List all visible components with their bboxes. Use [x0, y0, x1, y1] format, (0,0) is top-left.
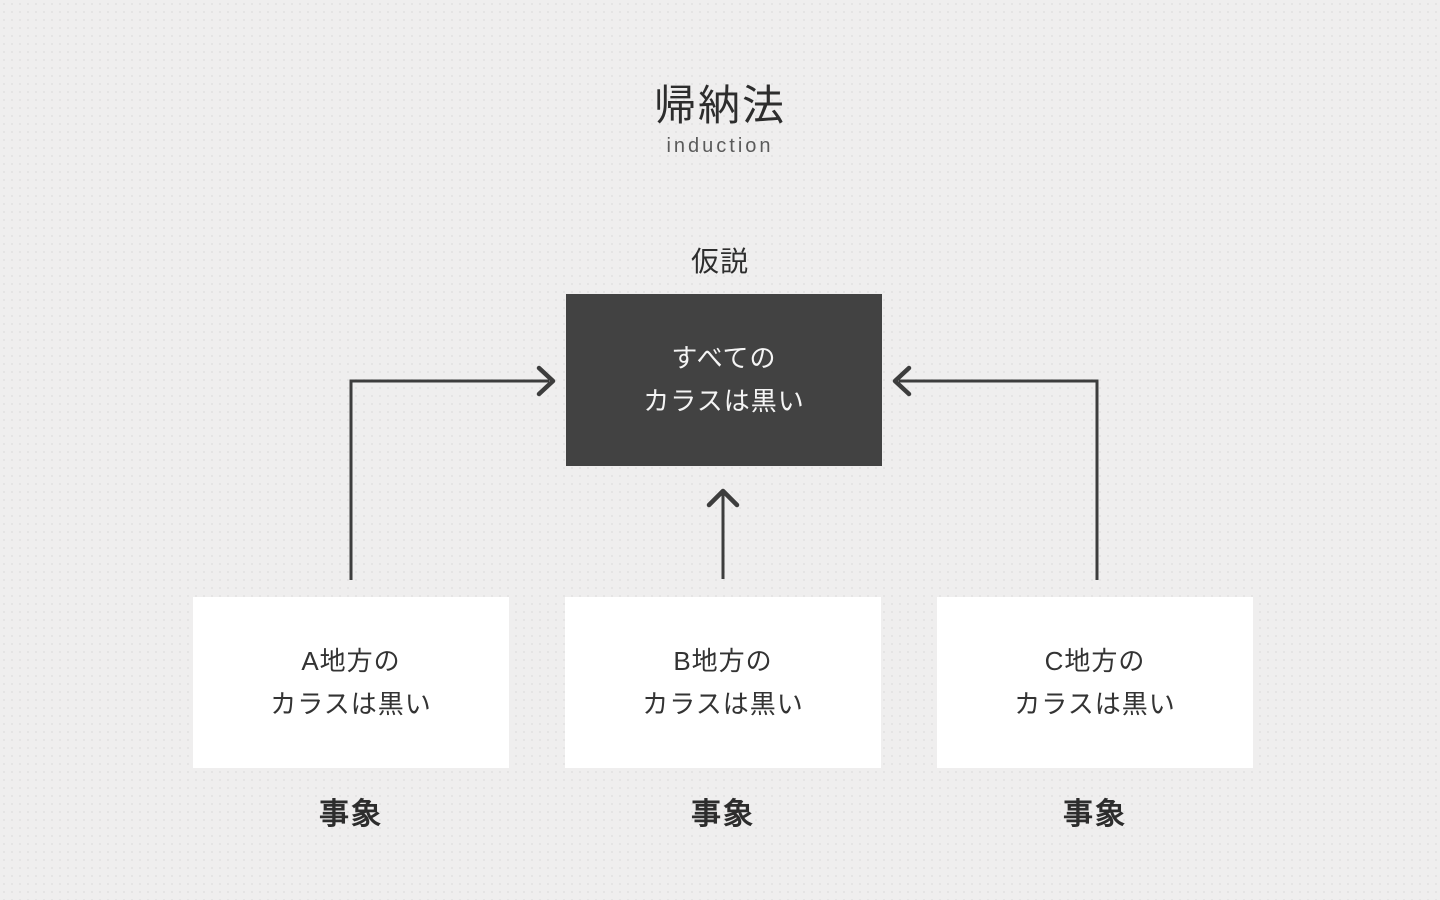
event-caption-c: 事象 [1063, 798, 1127, 831]
hypothesis-box: すべての カラスは黒い [566, 294, 882, 466]
event-box-b: B地方の カラスは黒い [565, 597, 881, 768]
arrow-event-a-to-hypothesis-icon [349, 365, 556, 580]
event-box-c: C地方の カラスは黒い [937, 597, 1253, 768]
page-subtitle: induction [666, 135, 774, 157]
event-b-text-line2: カラスは黒い [642, 688, 804, 719]
page-title: 帰納法 [653, 82, 786, 129]
hypothesis-text-line2: カラスは黒い [643, 386, 805, 416]
event-c-text-line1: C地方の [1044, 645, 1146, 676]
arrow-event-b-to-hypothesis-icon [706, 488, 740, 579]
event-b-text-line1: B地方の [673, 645, 773, 676]
arrow-event-c-to-hypothesis-icon [892, 365, 1099, 580]
hypothesis-label: 仮説 [690, 246, 749, 277]
event-c-text-line2: カラスは黒い [1014, 688, 1176, 719]
hypothesis-text-line1: すべての [671, 343, 777, 373]
event-box-a: A地方の カラスは黒い [193, 597, 509, 768]
event-a-text-line2: カラスは黒い [270, 688, 432, 719]
event-caption-b: 事象 [691, 798, 755, 831]
event-a-text-line1: A地方の [301, 645, 401, 676]
event-caption-a: 事象 [319, 798, 383, 831]
